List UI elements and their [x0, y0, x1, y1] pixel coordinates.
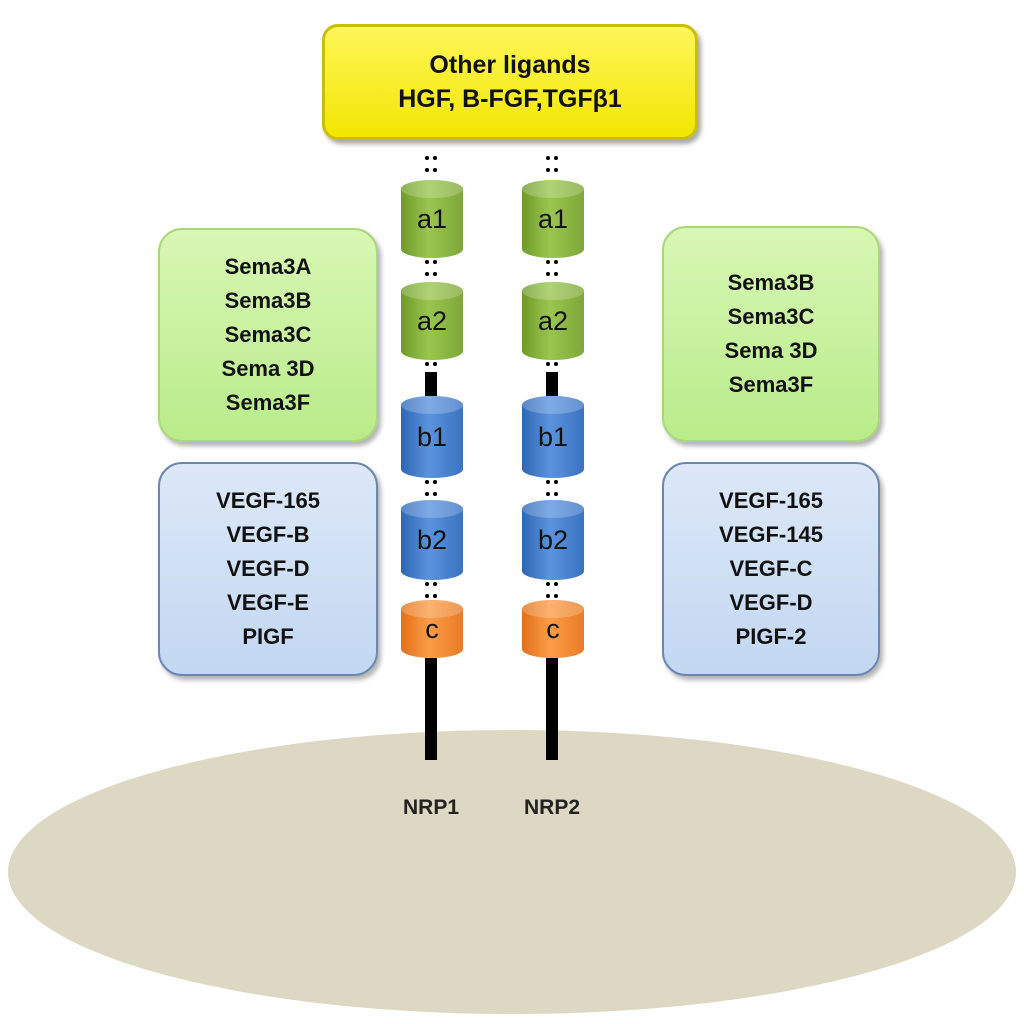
- linker: [546, 582, 558, 598]
- ligand-item: VEGF-165: [719, 488, 823, 513]
- other-ligands-box: Other ligands HGF, B-FGF,TGFβ1: [322, 24, 698, 140]
- nrp2-domain-b1: b1: [522, 396, 584, 478]
- nrp2-semaphorin-box: Sema3B Sema3C Sema 3D Sema3F: [662, 226, 880, 442]
- ligand-item: VEGF-D: [226, 556, 310, 581]
- ligand-item: Sema3F: [225, 390, 311, 415]
- nrp2-domain-a2: a2: [522, 282, 584, 360]
- nrp1-semaphorin-box: Sema3A Sema3B Sema3C Sema 3D Sema3F: [158, 228, 378, 442]
- linker: [425, 156, 437, 172]
- linker: [546, 260, 558, 276]
- other-ligands-list: HGF, B-FGF,TGFβ1: [398, 85, 622, 113]
- nrp1-transmembrane: [425, 658, 437, 760]
- ligand-item: Sema3C: [727, 304, 815, 329]
- nrp1-domain-b1: b1: [401, 396, 463, 478]
- ligand-item: PIGF: [242, 624, 294, 649]
- linker: [546, 480, 558, 496]
- nrp2-domain-c: c: [522, 600, 584, 658]
- nrp2-transmembrane: [546, 658, 558, 760]
- linker: [425, 372, 437, 396]
- ligand-item: VEGF-E: [227, 590, 309, 615]
- linker: [425, 480, 437, 496]
- ligand-item: VEGF-C: [729, 556, 813, 581]
- linker: [425, 260, 437, 276]
- ligand-item: Sema3B: [224, 288, 312, 313]
- nrp1-domain-a2: a2: [401, 282, 463, 360]
- ligand-item: VEGF-145: [719, 522, 823, 547]
- nrp1-domain-b2: b2: [401, 500, 463, 580]
- linker: [425, 582, 437, 598]
- nrp2-domain-a1: a1: [522, 180, 584, 258]
- nrp2-label: NRP2: [523, 796, 581, 819]
- other-ligands-title: Other ligands: [429, 51, 591, 79]
- linker: [546, 156, 558, 172]
- nrp1-label: NRP1: [402, 796, 460, 819]
- nrp1-domain-c: c: [401, 600, 463, 658]
- cell-membrane: [8, 730, 1016, 1014]
- ligand-item: Sema 3D: [724, 338, 818, 363]
- nrp2-vegf-box: VEGF-165 VEGF-145 VEGF-C VEGF-D PIGF-2: [662, 462, 880, 676]
- ligand-item: Sema3B: [727, 270, 815, 295]
- linker: [546, 372, 558, 396]
- nrp1-domain-a1: a1: [401, 180, 463, 258]
- ligand-item: VEGF-D: [729, 590, 813, 615]
- ligand-item: Sema3C: [224, 322, 312, 347]
- ligand-item: Sema3A: [224, 254, 312, 279]
- ligand-item: Sema3F: [728, 372, 814, 397]
- ligand-item: PIGF-2: [735, 624, 807, 649]
- nrp2-domain-b2: b2: [522, 500, 584, 580]
- ligand-item: VEGF-165: [216, 488, 320, 513]
- ligand-item: Sema 3D: [221, 356, 315, 381]
- nrp1-vegf-box: VEGF-165 VEGF-B VEGF-D VEGF-E PIGF: [158, 462, 378, 676]
- ligand-item: VEGF-B: [226, 522, 310, 547]
